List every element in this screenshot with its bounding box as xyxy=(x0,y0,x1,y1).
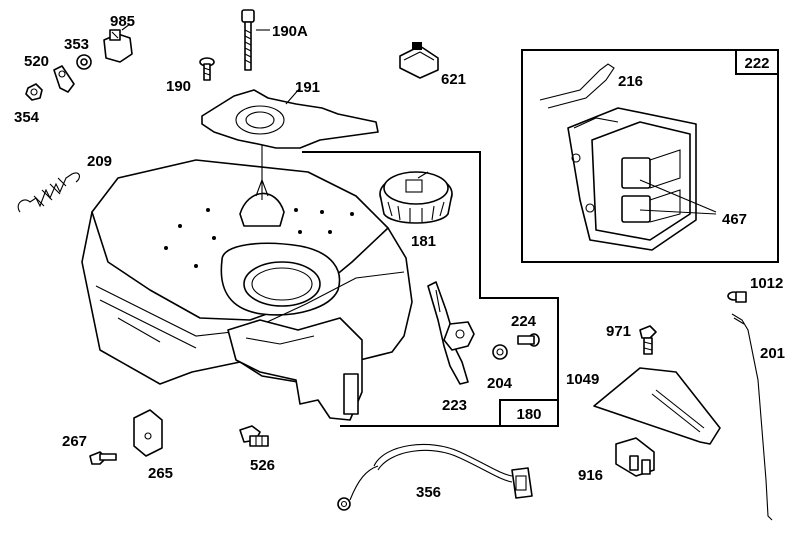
part-190-screw xyxy=(199,57,215,81)
label-467: 467 xyxy=(722,211,747,228)
part-1049-plate xyxy=(593,367,721,445)
part-190a-bolt xyxy=(241,9,270,71)
part-216-rod xyxy=(539,63,615,109)
label-224: 224 xyxy=(511,313,537,330)
label-1012: 1012 xyxy=(750,275,783,292)
part-985-switch xyxy=(103,23,133,63)
part-224-pin xyxy=(517,333,540,347)
part-354-nut xyxy=(25,83,43,101)
label-181: 181 xyxy=(411,233,436,250)
part-621-clip xyxy=(399,42,439,79)
label-222: 222 xyxy=(744,55,769,72)
kit-222-assembly xyxy=(567,107,717,251)
part-353-lockwasher xyxy=(76,54,92,70)
part-356-harness xyxy=(337,443,533,511)
label-621: 621 xyxy=(441,71,466,88)
label-209: 209 xyxy=(87,153,112,170)
label-204: 204 xyxy=(487,375,513,392)
label-985: 985 xyxy=(110,13,135,30)
part-265-clip xyxy=(133,409,163,457)
label-971: 971 xyxy=(606,323,631,340)
part-204-washer xyxy=(443,321,508,360)
part-181-fuel-cap xyxy=(379,171,453,224)
kit-222-outline xyxy=(521,49,779,263)
label-180: 180 xyxy=(516,406,541,423)
part-201-rod xyxy=(731,313,773,521)
label-216: 216 xyxy=(618,73,643,90)
label-190a: 190A xyxy=(272,23,308,40)
label-1049: 1049 xyxy=(566,371,599,388)
part-1012-nipple xyxy=(727,291,747,303)
part-191-bracket xyxy=(201,87,379,149)
label-916: 916 xyxy=(578,467,603,484)
part-526-bolt xyxy=(239,425,269,447)
fuel-tank xyxy=(81,130,413,421)
label-190: 190 xyxy=(166,78,191,95)
part-971-screw xyxy=(639,325,657,355)
label-267: 267 xyxy=(62,433,87,450)
label-520: 520 xyxy=(24,53,49,70)
label-356: 356 xyxy=(416,484,441,501)
label-201: 201 xyxy=(760,345,785,362)
label-223: 223 xyxy=(442,397,467,414)
part-520-terminal xyxy=(53,65,75,93)
label-354: 354 xyxy=(14,109,40,126)
label-265: 265 xyxy=(148,465,173,482)
label-353: 353 xyxy=(64,36,89,53)
part-209-spring xyxy=(17,172,81,213)
kit-180-outline xyxy=(302,151,559,427)
label-191: 191 xyxy=(295,79,320,96)
label-526: 526 xyxy=(250,457,275,474)
part-267-screw xyxy=(89,451,117,465)
part-916-clamp xyxy=(615,437,655,477)
